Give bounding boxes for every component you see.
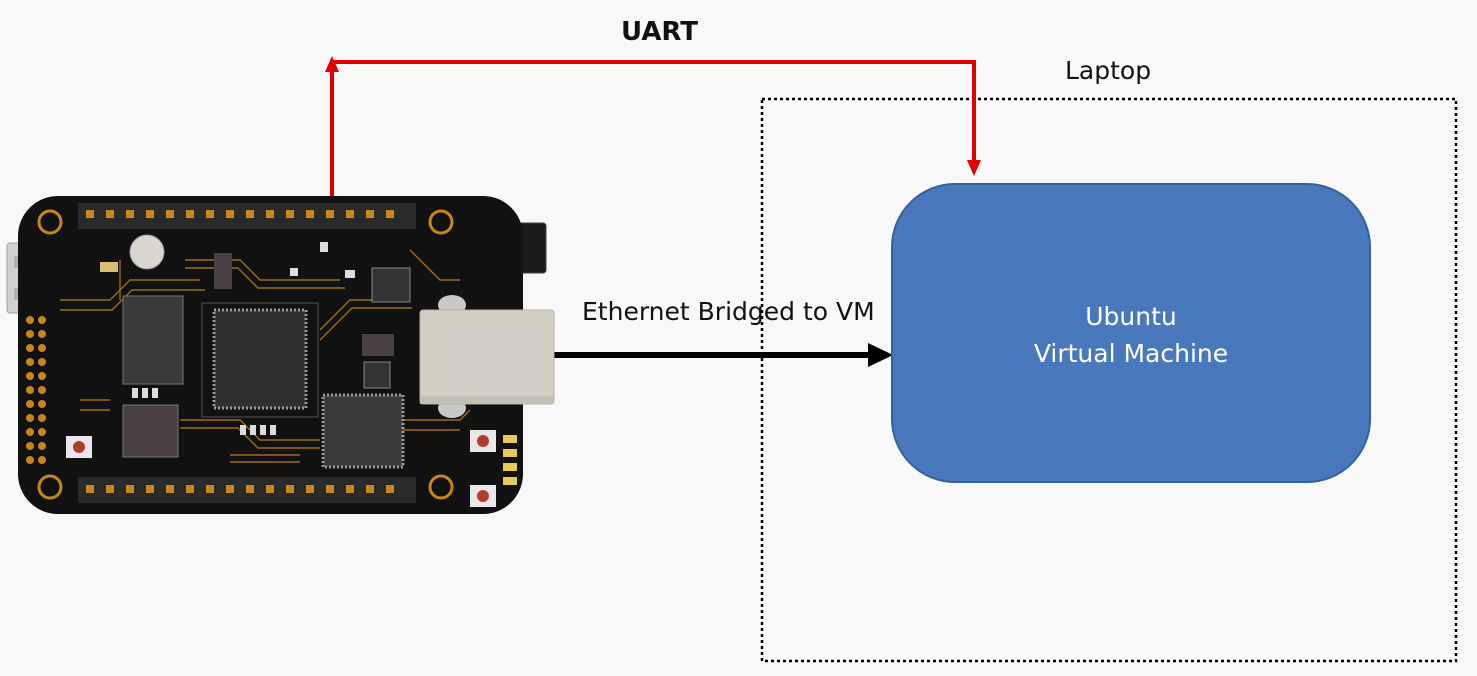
uart-arrowhead-up [325, 56, 339, 72]
embedded-board-icon [6, 196, 555, 514]
ethernet-arrowhead [868, 343, 893, 367]
vm-box-text: Ubuntu Virtual Machine [893, 298, 1369, 372]
laptop-boundary [760, 97, 1458, 663]
laptop-label: Laptop [1065, 56, 1152, 85]
ethernet-link [553, 343, 893, 367]
uart-link [325, 56, 981, 200]
vm-line-1: Ubuntu [1085, 302, 1177, 331]
vm-line-2: Virtual Machine [1033, 339, 1229, 368]
ubuntu-vm-box: Ubuntu Virtual Machine [891, 183, 1371, 483]
ethernet-label: Ethernet Bridged to VM [582, 297, 875, 326]
uart-label: UART [621, 17, 699, 47]
uart-arrowhead-down [967, 160, 981, 176]
